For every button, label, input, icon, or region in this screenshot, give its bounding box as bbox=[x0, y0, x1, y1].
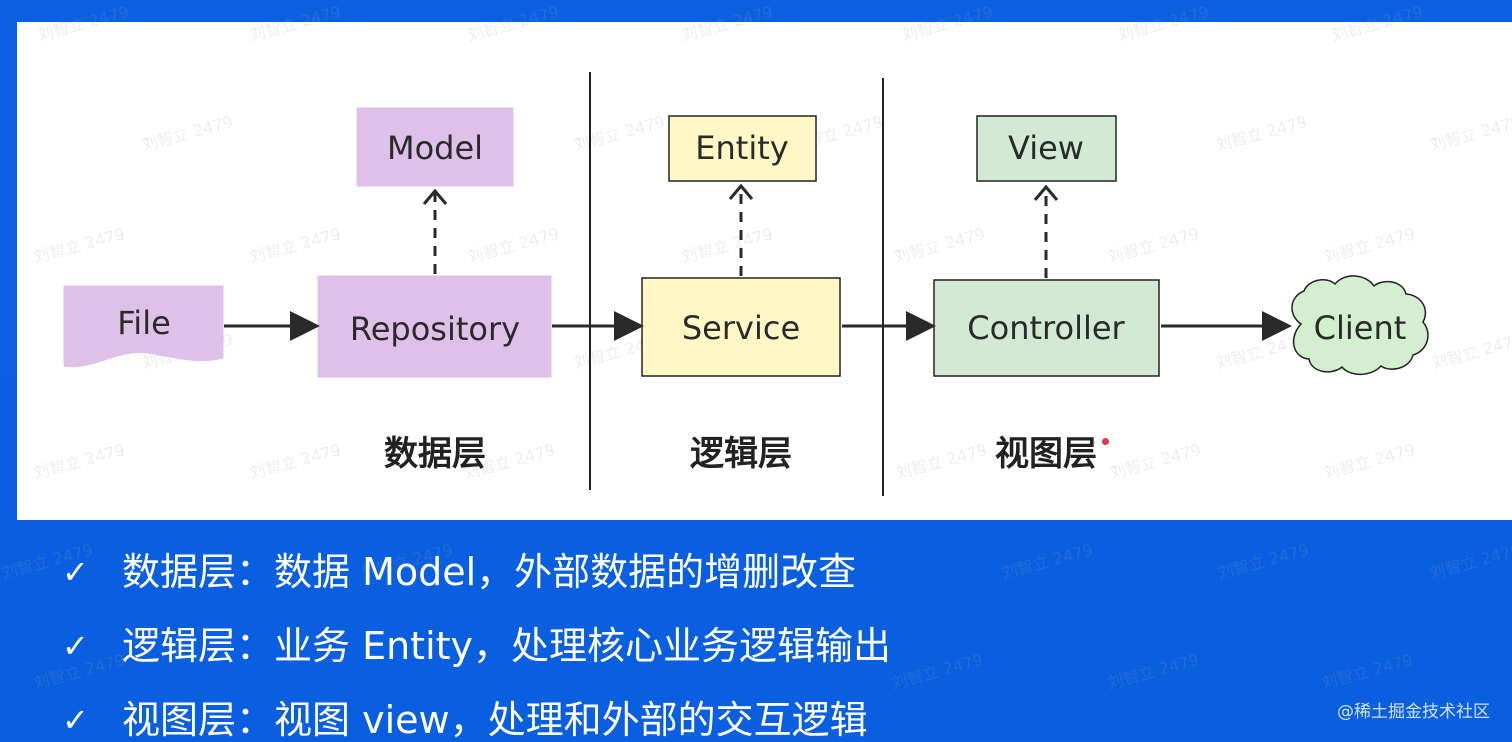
entity-box bbox=[668, 115, 817, 182]
bullet-list: ✓ 数据层：数据 Model，外部数据的增删改查 ✓ 逻辑层：业务 Entity… bbox=[62, 535, 1262, 742]
dashed-arrowhead-view bbox=[1033, 184, 1059, 201]
logic-layer-label: 逻辑层 bbox=[690, 434, 792, 474]
diagram-panel bbox=[17, 22, 1512, 520]
bullet-item-logic-layer: ✓ 逻辑层：业务 Entity，处理核心业务逻辑输出 bbox=[62, 609, 1262, 683]
data-layer-label: 数据层 bbox=[384, 434, 486, 474]
check-icon: ✓ bbox=[62, 701, 89, 739]
model-box bbox=[356, 107, 514, 187]
file-label: File bbox=[117, 304, 171, 342]
check-icon: ✓ bbox=[62, 627, 89, 665]
entity-label: Entity bbox=[695, 129, 788, 167]
view-box bbox=[976, 115, 1117, 182]
file-shape bbox=[63, 285, 224, 368]
bullet-item-view-layer: ✓ 视图层：视图 view，处理和外部的交互逻辑 bbox=[62, 683, 1262, 742]
service-label: Service bbox=[682, 309, 800, 347]
bullet-text-view-layer: 视图层：视图 view，处理和外部的交互逻辑 bbox=[122, 698, 868, 742]
bullet-item-data-layer: ✓ 数据层：数据 Model，外部数据的增删改查 bbox=[62, 535, 1262, 609]
check-icon: ✓ bbox=[62, 553, 89, 591]
dashed-arrowhead-entity bbox=[728, 183, 754, 200]
controller-label: Controller bbox=[967, 309, 1125, 347]
model-label: Model bbox=[387, 129, 483, 167]
view-label: View bbox=[1008, 129, 1084, 167]
bullet-text-logic-layer: 逻辑层：业务 Entity，处理核心业务逻辑输出 bbox=[122, 624, 892, 668]
service-box bbox=[641, 277, 841, 377]
brand-watermark: @稀土掘金技术社区 bbox=[1337, 702, 1490, 722]
repository-label: Repository bbox=[350, 310, 520, 348]
client-label: Client bbox=[1314, 309, 1407, 347]
bullet-text-data-layer: 数据层：数据 Model，外部数据的增删改查 bbox=[122, 550, 857, 594]
repository-box bbox=[317, 275, 552, 378]
dashed-arrowhead-model bbox=[422, 188, 448, 205]
cursor-dot bbox=[1102, 438, 1109, 445]
client-cloud bbox=[1291, 275, 1429, 376]
view-layer-label: 视图层 bbox=[995, 434, 1097, 474]
